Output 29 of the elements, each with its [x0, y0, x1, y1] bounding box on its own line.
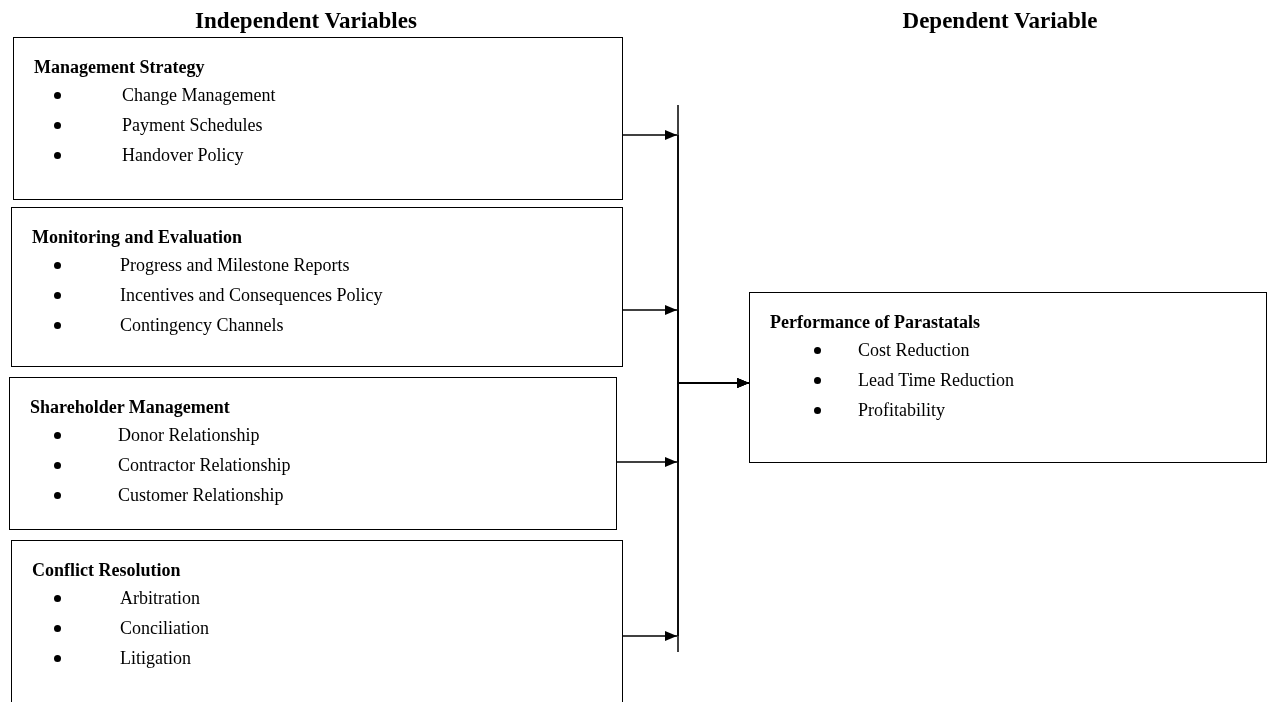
bullet-text: Donor Relationship	[118, 426, 260, 444]
bullet-text: Conciliation	[120, 619, 209, 637]
arrow	[622, 378, 750, 641]
bullet-text: Customer Relationship	[118, 486, 284, 504]
box-heading: Monitoring and Evaluation	[32, 228, 243, 246]
bullet-text: Contingency Channels	[120, 316, 284, 334]
bullet-text: Handover Policy	[122, 146, 244, 164]
bullet-text: Incentives and Consequences Policy	[120, 286, 383, 304]
column-heading: Dependent Variable	[902, 9, 1098, 32]
variable-box	[749, 292, 1267, 463]
box-heading: Conflict Resolution	[32, 561, 181, 579]
box-heading: Performance of Parastatals	[770, 313, 980, 331]
junction-line	[677, 104, 679, 653]
variable-box	[9, 377, 617, 530]
bullet-text: Progress and Milestone Reports	[120, 256, 350, 274]
variable-box	[11, 540, 623, 702]
bullet-text: Litigation	[120, 649, 191, 667]
bullet-text: Cost Reduction	[858, 341, 970, 359]
column-heading: Independent Variables	[195, 9, 417, 32]
box-heading: Shareholder Management	[30, 398, 230, 416]
variable-box	[13, 37, 623, 200]
box-heading: Management Strategy	[34, 58, 205, 76]
bullet-text: Lead Time Reduction	[858, 371, 1014, 389]
variable-box	[11, 207, 623, 367]
bullet-text: Contractor Relationship	[118, 456, 291, 474]
bullet-text: Profitability	[858, 401, 945, 419]
bullet-text: Payment Schedules	[122, 116, 263, 134]
bullet-text: Change Management	[122, 86, 276, 104]
bullet-text: Arbitration	[120, 589, 200, 607]
